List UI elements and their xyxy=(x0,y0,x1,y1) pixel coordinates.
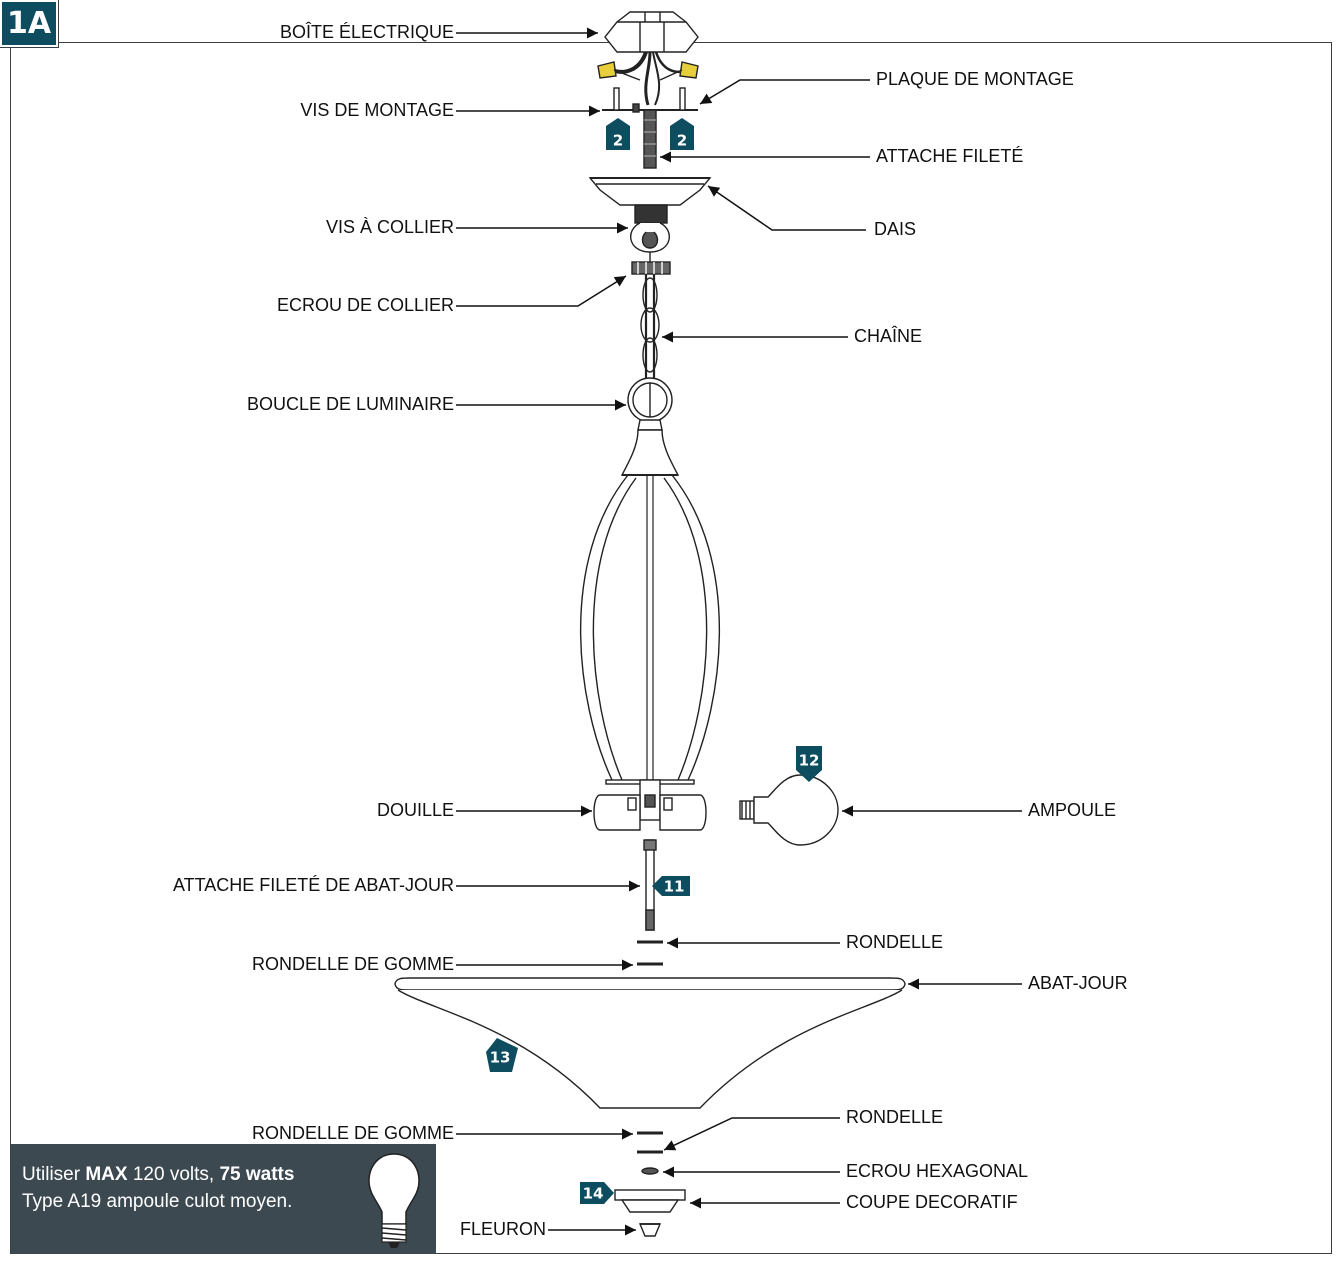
label-mounting-screws: VIS DE MONTAGE xyxy=(300,100,454,120)
step-label: 1A xyxy=(6,6,52,41)
lightbulb-icon xyxy=(368,1153,420,1248)
svg-text:14: 14 xyxy=(583,1185,604,1203)
badge-step-14: 14 xyxy=(580,1182,614,1204)
finial xyxy=(638,1223,662,1237)
label-collar-loop: VIS À COLLIER xyxy=(326,217,454,237)
leader-arrows xyxy=(456,27,1022,1236)
badge-step-11: 11 xyxy=(652,876,690,896)
note-line-2: Type A19 ampoule culot moyen. xyxy=(22,1191,293,1212)
label-fixture-loop: BOUCLE DE LUMINAIRE xyxy=(247,394,454,414)
badge-step-13: 13 xyxy=(486,1038,518,1072)
bulb xyxy=(739,774,839,846)
badge-step-12: 12 xyxy=(796,746,822,782)
note-volts: 120 volts, xyxy=(127,1164,220,1185)
note-watts: 75 watts xyxy=(219,1164,295,1185)
note-line-1: Utiliser MAX 120 volts, 75 watts xyxy=(22,1164,294,1186)
label-finial: FLEURON xyxy=(460,1219,546,1239)
step-badge xyxy=(0,0,59,48)
label-hex-nut: ECROU HEXAGONAL xyxy=(846,1161,1028,1181)
svg-text:13: 13 xyxy=(490,1049,511,1067)
threaded-nipple xyxy=(643,109,657,169)
collar-nut xyxy=(631,261,671,275)
svg-text:11: 11 xyxy=(664,878,685,896)
electrical-box xyxy=(597,11,699,106)
label-rubber-washer-1: RONDELLE DE GOMME xyxy=(252,954,454,974)
label-collar-nut: ECROU DE COLLIER xyxy=(277,295,454,315)
label-chain: CHAÎNE xyxy=(854,326,922,346)
label-threaded-nipple: ATTACHE FILETÉ xyxy=(876,146,1023,166)
label-electrical-box: BOÎTE ÉLECTRIQUE xyxy=(280,22,454,42)
label-bulb: AMPOULE xyxy=(1028,800,1116,820)
collar-loop xyxy=(630,204,670,262)
label-rubber-washer-2: RONDELLE DE GOMME xyxy=(252,1123,454,1143)
fixture-drawing xyxy=(394,11,906,1237)
svg-text:12: 12 xyxy=(799,752,820,770)
bulb-note-panel xyxy=(11,1144,436,1254)
canopy xyxy=(588,177,712,206)
shade-bowl xyxy=(394,977,906,1109)
badge-step-2b: 2 xyxy=(670,118,694,150)
label-socket: DOUILLE xyxy=(377,800,454,820)
note-text: Utiliser xyxy=(22,1164,86,1185)
label-mounting-plate: PLAQUE DE MONTAGE xyxy=(876,69,1074,89)
socket-assembly xyxy=(593,779,707,831)
svg-text:2: 2 xyxy=(613,132,623,150)
label-canopy: DAIS xyxy=(874,219,916,239)
mounting-plate xyxy=(602,87,698,113)
fixture-arms xyxy=(580,474,720,790)
fixture-loop xyxy=(627,377,673,423)
decorative-cup xyxy=(614,1189,686,1213)
label-shade-rod: ATTACHE FILETÉ DE ABAT-JOUR xyxy=(173,875,454,895)
label-washer-1: RONDELLE xyxy=(846,932,943,952)
label-decorative-cup: COUPE DECORATIF xyxy=(846,1192,1018,1212)
body-top xyxy=(620,419,680,476)
badge-step-2a: 2 xyxy=(606,118,630,150)
washers xyxy=(637,940,663,1175)
label-shade: ABAT-JOUR xyxy=(1028,973,1128,993)
svg-text:2: 2 xyxy=(677,132,687,150)
note-max: MAX xyxy=(85,1164,128,1185)
chain xyxy=(640,274,660,385)
label-washer-2: RONDELLE xyxy=(846,1107,943,1127)
